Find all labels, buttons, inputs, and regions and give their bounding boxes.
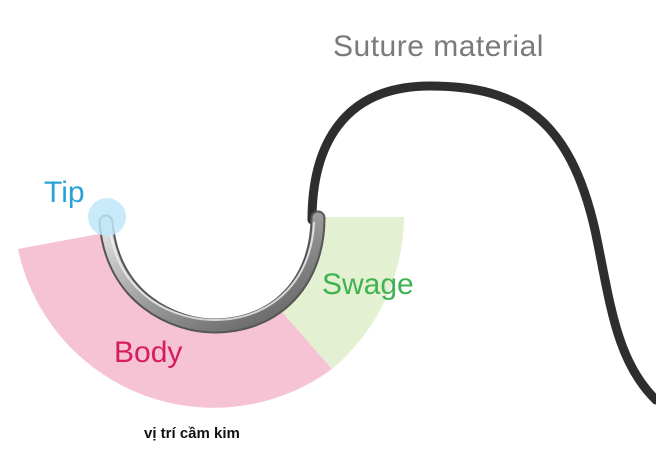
- body-label: Body: [114, 336, 183, 369]
- swage-label: Swage: [322, 268, 414, 301]
- suture-thread: [307, 81, 656, 405]
- tip-marker: [88, 198, 126, 236]
- needle-body: [100, 212, 324, 332]
- suture-material-label: Suture material: [333, 30, 544, 63]
- tip-label: Tip: [44, 176, 85, 209]
- swage-region: [276, 217, 404, 369]
- needle-highlight: [109, 221, 315, 322]
- caption-label: vị trí cầm kim: [144, 425, 240, 442]
